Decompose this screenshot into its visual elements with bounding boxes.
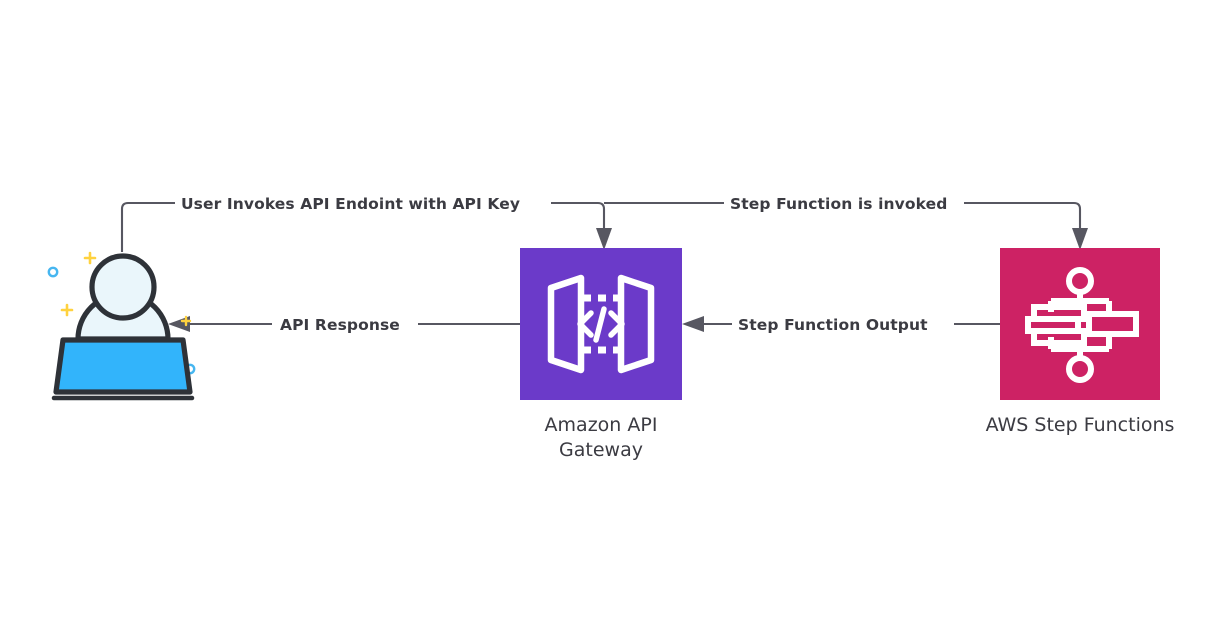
code-glyph-icon [577,306,625,343]
edge-label-bg-3 [732,314,954,335]
sparkle-plus-icon-3 [180,315,192,327]
edge-label-bg-1 [175,193,551,214]
user-head [89,253,157,321]
edge-apigw-to-stepfn-arrowhead [1072,228,1088,250]
edge-label-bg-4 [274,314,418,335]
step-functions-caption-line1: AWS Step Functions [986,414,1175,436]
edge-apigw-to-stepfn-line-right [960,201,1082,234]
user-laptop [53,337,193,395]
edge-label-user-to-apigw: User Invokes API Endoint with API Key [181,195,520,213]
edge-stepfn-to-apigw-arrowhead [682,316,704,332]
edge-label-bg-2 [724,193,964,214]
sparkle-plus-icon [83,251,97,265]
api-gateway-caption-line2: Gateway [559,439,643,461]
node-amazon-api-gateway[interactable]: Amazon API Gateway [520,248,682,461]
edge-user-to-apigw [120,201,612,252]
bubble-circle-icon [47,266,59,278]
edge-labels: User Invokes API Endoint with API Key St… [175,193,964,335]
step-functions-icon [1025,267,1139,383]
edge-label-stepfn-to-apigw: Step Function Output [738,316,928,334]
api-gateway-icon [547,274,655,374]
edge-label-apigw-to-stepfn: Step Function is invoked [730,195,947,213]
api-gateway-caption-line1: Amazon API [545,414,658,436]
edge-user-to-apigw-line-right [547,201,606,234]
node-aws-step-functions[interactable]: AWS Step Functions [986,248,1175,436]
edge-user-to-apigw-arrowhead [596,228,612,250]
user-actor[interactable] [47,251,196,401]
edge-apigw-to-stepfn [604,201,1088,250]
edge-stepfn-to-apigw [682,316,1000,332]
sparkle-plus-icon-2 [60,303,74,317]
edge-user-to-apigw-line [120,201,178,252]
edge-label-apigw-to-user: API Response [280,316,400,334]
